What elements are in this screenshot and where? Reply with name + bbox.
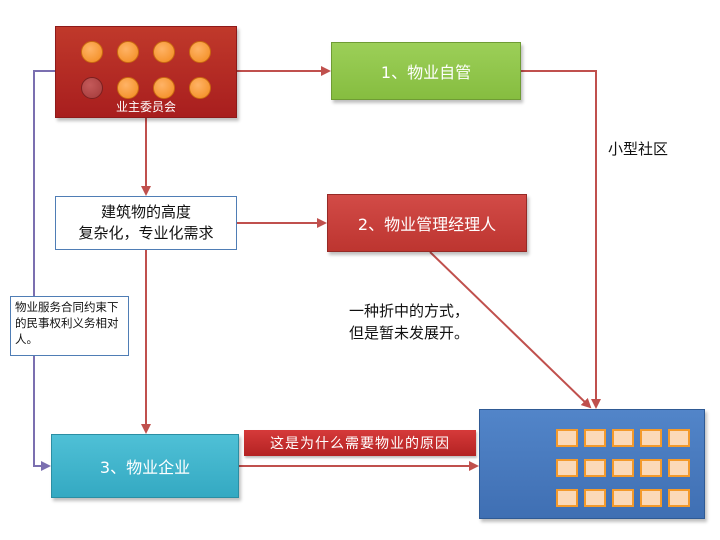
window-icon [640,489,662,507]
member-icon [81,41,103,63]
reason-banner-text: 这是为什么需要物业的原因 [270,436,450,452]
owners-committee-label: 业主委员会 [115,100,176,114]
complexity-line2: 复杂化，专业化需求 [78,224,214,242]
window-icon [584,459,606,477]
window-icon [584,489,606,507]
residential-estate-box [479,409,705,519]
window-icon [668,459,690,477]
complexity-line1: 建筑物的高度 [100,203,191,221]
member-icon [117,77,139,99]
window-icon [612,489,634,507]
compromise-line1: 一种折中的方式， [349,302,470,320]
property-company-label: 3、物业企业 [99,458,191,477]
self-management-label: 1、物业自管 [380,63,472,82]
arrow-committee-to-company [33,70,55,471]
property-manager-label: 2、物业管理经理人 [357,215,497,234]
property-manager-box: 2、物业管理经理人 [327,194,527,252]
member-icon [189,77,211,99]
window-icon [668,489,690,507]
member-icon [81,77,103,99]
member-icon [153,77,175,99]
window-icon [668,429,690,447]
contract-note-box: 物业服务合同约束下的民事权利义务相对人。 [10,296,129,356]
window-icon [556,429,578,447]
window-icon [556,459,578,477]
member-icon [117,41,139,63]
member-icon [189,41,211,63]
window-icon [556,489,578,507]
arrow-selfmgmt-to-estate [521,70,601,409]
complexity-box: 建筑物的高度 复杂化，专业化需求 [55,196,237,250]
reason-banner: 这是为什么需要物业的原因 [244,430,476,456]
self-management-box: 1、物业自管 [331,42,521,100]
window-icon [640,429,662,447]
arrow-manager-to-estate [429,251,592,409]
property-company-box: 3、物业企业 [51,434,239,498]
window-icon [584,429,606,447]
window-icon [612,429,634,447]
compromise-line2: 但是暂未发展开。 [349,324,470,342]
small-community-text: 小型社区 [608,140,669,158]
contract-note-text: 物业服务合同约束下的民事权利义务相对人。 [15,300,119,346]
compromise-note: 一种折中的方式， 但是暂未发展开。 [349,300,469,344]
window-icon [612,459,634,477]
small-community-label: 小型社区 [608,138,668,160]
member-icon [153,41,175,63]
window-icon [640,459,662,477]
owners-committee-box: 业主委员会 [55,26,237,118]
